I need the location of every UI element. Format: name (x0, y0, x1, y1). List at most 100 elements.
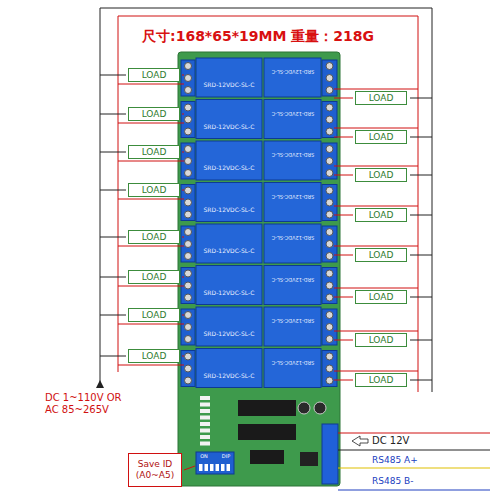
rs485-wire (338, 489, 490, 490)
load-wire (118, 123, 184, 124)
load-wire (334, 297, 353, 298)
load-box: LOAD (128, 308, 180, 322)
terminal-screw (185, 211, 192, 218)
load-box: LOAD (128, 183, 180, 197)
terminal-screw (326, 294, 333, 301)
terminal-screw (185, 377, 192, 384)
load-label: LOAD (369, 292, 394, 302)
relay (196, 183, 262, 222)
pcb-board (178, 52, 340, 486)
terminal-screw (326, 104, 333, 111)
terminal-screw (185, 324, 192, 331)
title: 尺寸:168*65*19MM 重量：218G (140, 28, 376, 46)
load-label: LOAD (369, 210, 394, 220)
common-wire (432, 8, 433, 392)
terminal-block (181, 60, 195, 96)
load-wire (100, 277, 126, 278)
terminal-screw (326, 336, 333, 343)
load-label: LOAD (142, 70, 167, 80)
relay-marking: SRD-12VDC-SL-C (204, 248, 255, 255)
ic-chip (238, 424, 296, 440)
load-wire (118, 84, 184, 85)
relay (196, 349, 262, 388)
terminal-block (322, 268, 337, 304)
load-label: LOAD (369, 335, 394, 345)
terminal-screw (326, 365, 333, 372)
led (200, 422, 210, 426)
terminal-screw (326, 211, 333, 218)
relay-marking: SRD-12VDC-SL-C (204, 165, 255, 172)
terminal-screw (326, 170, 333, 177)
load-wire (118, 365, 184, 366)
terminal-screw (185, 336, 192, 343)
terminal-screw (326, 87, 333, 94)
terminal-block (181, 351, 195, 387)
load-wire (100, 152, 126, 153)
load-wire (334, 215, 353, 216)
terminal-block (322, 351, 337, 387)
terminal-screw (185, 63, 192, 70)
terminal-screw (185, 128, 192, 135)
load-wire (410, 98, 432, 99)
relay-marking: SRD-12VDC-SL-C (271, 359, 313, 365)
load-wire (100, 75, 126, 76)
dip-lever (210, 464, 214, 471)
terminal-screw (185, 187, 192, 194)
load-label: LOAD (142, 351, 167, 361)
terminal-screw (326, 270, 333, 277)
terminal-screw (326, 229, 333, 236)
load-wire (182, 114, 184, 115)
terminal-screw (326, 353, 333, 360)
terminal-block (181, 226, 195, 262)
terminal-block (181, 185, 195, 221)
terminal-screw (185, 75, 192, 82)
terminal-block (322, 143, 337, 179)
load-wire (118, 199, 184, 200)
load-wire (334, 380, 353, 381)
supply-wire (118, 16, 119, 372)
capacitor (298, 402, 310, 414)
terminal-screw (185, 170, 192, 177)
load-wire (410, 137, 432, 138)
relay (264, 141, 321, 180)
load-wire (182, 356, 184, 357)
dc-wire (338, 450, 490, 451)
terminal-screw (185, 282, 192, 289)
load-label: LOAD (142, 272, 167, 282)
load-wire (410, 340, 432, 341)
load-box: LOAD (128, 270, 180, 284)
relay (196, 307, 262, 346)
ic-chip (250, 450, 284, 464)
load-label: LOAD (369, 93, 394, 103)
load-wire (118, 286, 184, 287)
led (200, 442, 210, 446)
relay (264, 183, 321, 222)
load-wire (182, 152, 184, 153)
load-wire (334, 137, 353, 138)
terminal-block (322, 60, 337, 96)
callout-text: Save ID (A0~A5) (132, 459, 178, 481)
dip-lever (205, 464, 209, 471)
relay (264, 349, 321, 388)
terminal-screw (326, 158, 333, 165)
load-wire (334, 98, 353, 99)
load-wire (334, 331, 418, 332)
led (200, 435, 210, 439)
relay (196, 141, 262, 180)
load-label: LOAD (369, 250, 394, 260)
relay-marking: SRD-12VDC-SL-C (204, 82, 255, 89)
arrow-head (96, 380, 104, 388)
terminal-screw (326, 324, 333, 331)
load-wire (334, 340, 353, 341)
load-label: LOAD (369, 132, 394, 142)
terminal-screw (185, 353, 192, 360)
relay (264, 100, 321, 139)
load-wire (334, 288, 418, 289)
terminal-screw (326, 128, 333, 135)
relay (196, 266, 262, 305)
relay-marking: SRD-12VDC-SL-C (204, 331, 255, 338)
load-wire (334, 89, 418, 90)
relay-marking: SRD-12VDC-SL-C (204, 289, 255, 296)
rs485-wire (338, 467, 490, 468)
terminal-screw (326, 146, 333, 153)
